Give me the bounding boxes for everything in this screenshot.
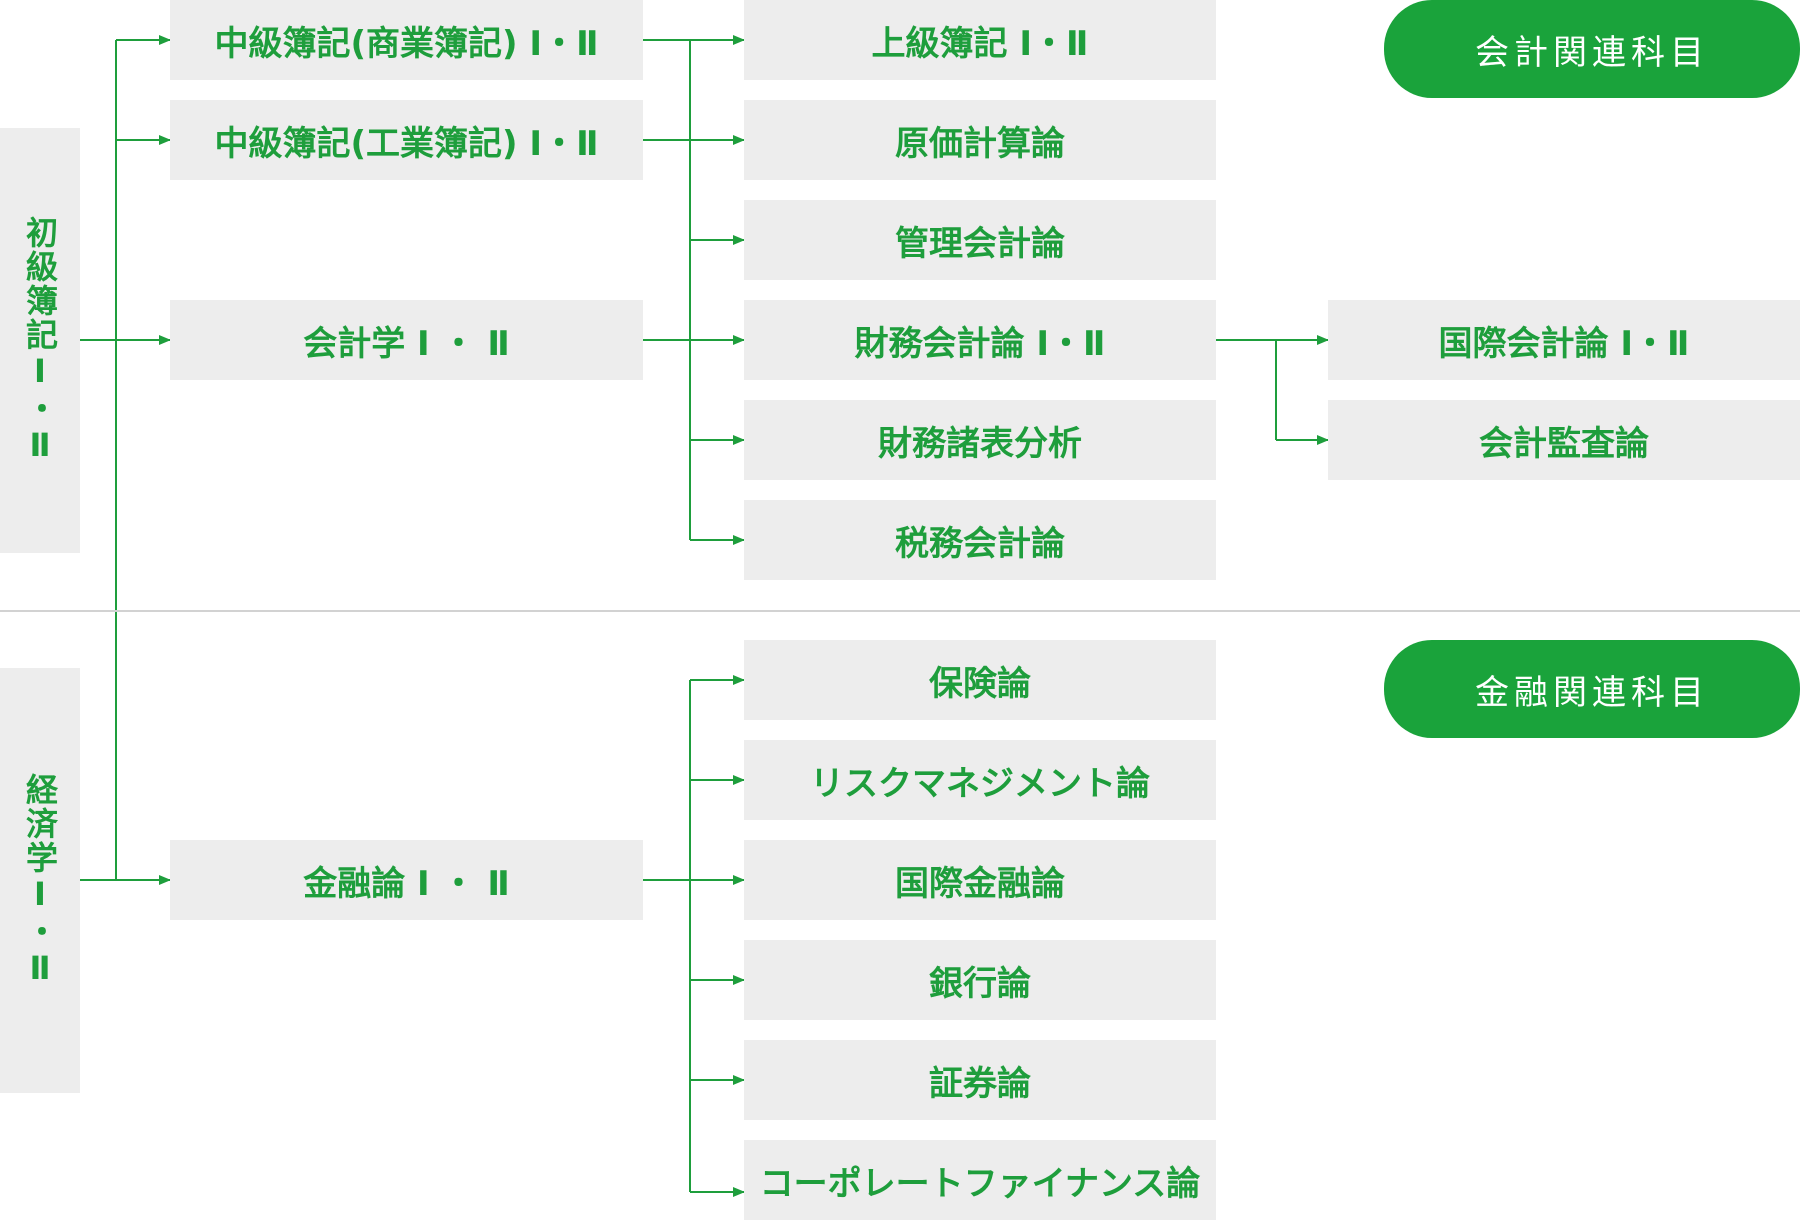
node-jokyu-boki: 上級簿記 Ⅰ・Ⅱ [744, 0, 1216, 80]
node-hoken: 保険論 [744, 640, 1216, 720]
node-kinyuron: 金融論 Ⅰ ・ Ⅱ [170, 840, 643, 920]
section-label-accounting: 会計関連科目 [1384, 0, 1800, 98]
node-kaikeigaku: 会計学 Ⅰ ・ Ⅱ [170, 300, 643, 380]
section-divider [0, 610, 1800, 612]
node-kokusai-kaikei: 国際会計論 Ⅰ・Ⅱ [1328, 300, 1800, 380]
node-chukyu-boki-kogyo: 中級簿記(工業簿記) Ⅰ・Ⅱ [170, 100, 643, 180]
node-keizaigaku: 経済学Ⅰ・Ⅱ [0, 668, 80, 1093]
node-genka-keisan: 原価計算論 [744, 100, 1216, 180]
node-zeimu-kaikei: 税務会計論 [744, 500, 1216, 580]
node-kaikei-kansa: 会計監査論 [1328, 400, 1800, 480]
node-corporate-finance: コーポレートファイナンス論 [744, 1140, 1216, 1220]
section-label-finance: 金融関連科目 [1384, 640, 1800, 738]
node-zaimu-kaikei: 財務会計論 Ⅰ・Ⅱ [744, 300, 1216, 380]
node-ginko: 銀行論 [744, 940, 1216, 1020]
node-shokyu-boki: 初級簿記Ⅰ・Ⅱ [0, 128, 80, 553]
node-shoken: 証券論 [744, 1040, 1216, 1120]
node-zaimu-shohyo: 財務諸表分析 [744, 400, 1216, 480]
node-risk-management: リスクマネジメント論 [744, 740, 1216, 820]
node-kanri-kaikei: 管理会計論 [744, 200, 1216, 280]
node-kokusai-kinyu: 国際金融論 [744, 840, 1216, 920]
node-chukyu-boki-shogyo: 中級簿記(商業簿記) Ⅰ・Ⅱ [170, 0, 643, 80]
